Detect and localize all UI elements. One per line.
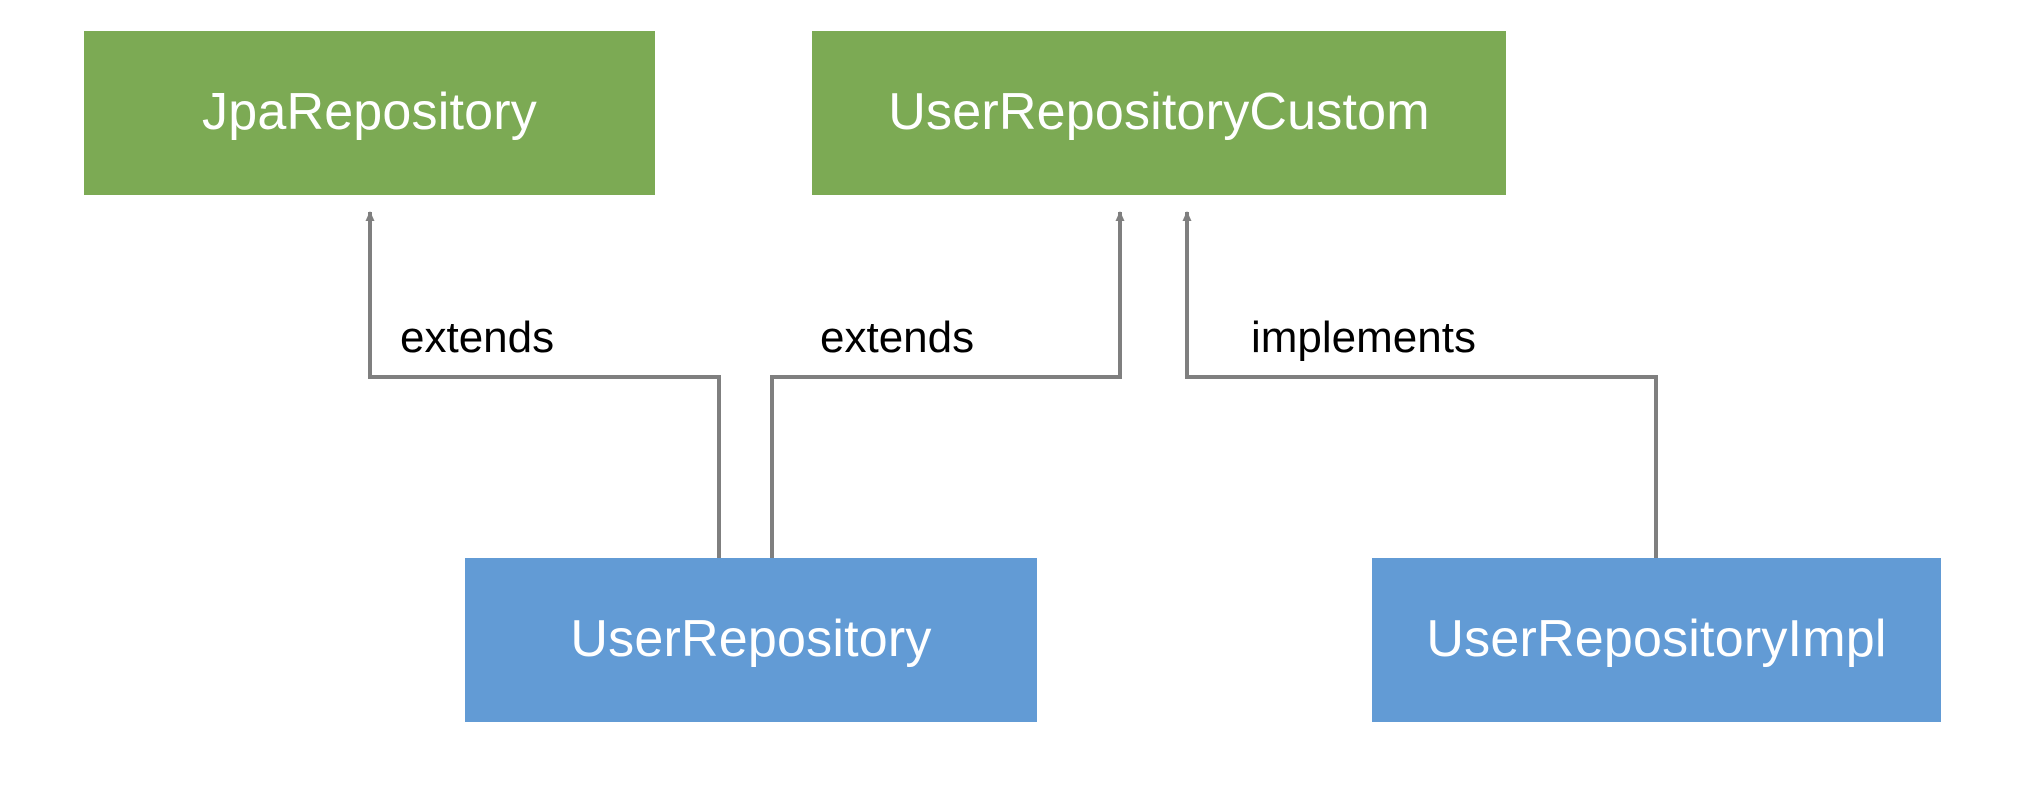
edge-user-repository-extends-jpa-repository xyxy=(365,211,721,558)
node-label: JpaRepository xyxy=(202,83,537,142)
edge-label-implements-user-repository-custom: implements xyxy=(1251,313,1476,362)
node-label: UserRepository xyxy=(570,610,932,669)
node-label: UserRepositoryImpl xyxy=(1426,610,1887,669)
node-user-repository-custom[interactable]: UserRepositoryCustom xyxy=(812,31,1506,195)
edge-user-repository-impl-implements-user-repository-custom xyxy=(1182,211,1658,558)
node-user-repository[interactable]: UserRepository xyxy=(465,558,1037,722)
node-label: UserRepositoryCustom xyxy=(888,83,1430,142)
node-jpa-repository[interactable]: JpaRepository xyxy=(84,31,655,195)
node-user-repository-impl[interactable]: UserRepositoryImpl xyxy=(1372,558,1941,722)
edge-label-extends-jpa-repository: extends xyxy=(400,313,555,362)
edge-label-extends-user-repository-custom: extends xyxy=(820,313,975,362)
edge-user-repository-extends-user-repository-custom xyxy=(770,211,1125,558)
